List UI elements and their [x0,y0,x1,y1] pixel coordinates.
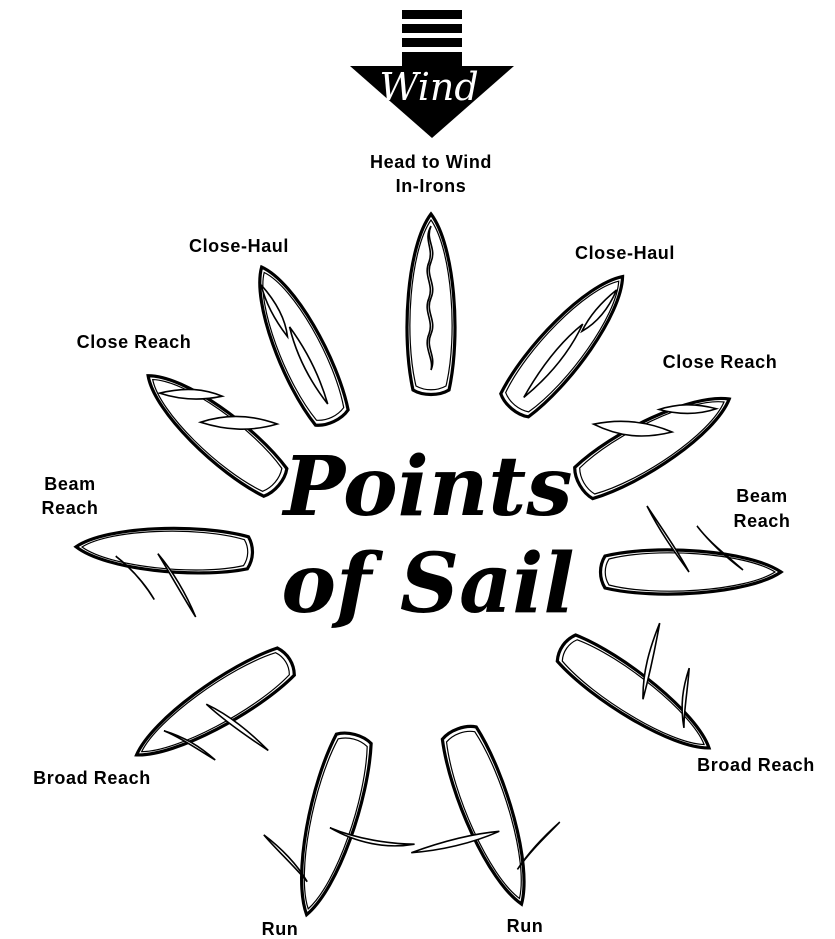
label-reach-right: Reach [733,511,790,531]
boat-close-reach-right [557,359,741,506]
wind-arrow-bar-2 [402,24,462,33]
wind-label: Wind [379,65,478,109]
title-of-sail: of Sail [281,536,574,632]
label-broad-reach-right: Broad Reach [697,755,815,775]
label-reach-left: Reach [41,498,98,518]
boat-close-haul-left [240,257,356,432]
wind-arrow-stem [402,52,462,66]
label-close-reach-right: Close Reach [663,352,778,372]
wind-arrow-bar-1 [402,10,462,19]
wind-arrow-bar-3 [402,38,462,47]
label-close-haul-left: Close-Haul [189,236,289,256]
boat-run-right [377,707,582,934]
label-close-reach-left: Close Reach [77,332,192,352]
label-in-irons: In-Irons [396,176,467,196]
wind-arrow: Wind [350,10,514,138]
label-run-right: Run [507,916,544,936]
boat-beam-reach-left [74,525,253,619]
label-run-left: Run [262,919,299,939]
label-head-to-wind: Head to Wind [370,152,492,172]
boat-broad-reach-left [125,641,325,811]
label-broad-reach-left: Broad Reach [33,768,151,788]
title-points: Points [282,439,573,535]
label-beam-left: Beam [44,474,95,494]
label-close-haul-right: Close-Haul [575,243,675,263]
boat-broad-reach-right [550,585,751,766]
boat-in-irons [407,214,455,395]
boat-run-left [247,718,438,936]
boat-close-haul-right [493,261,641,424]
label-beam-right: Beam [736,486,787,506]
